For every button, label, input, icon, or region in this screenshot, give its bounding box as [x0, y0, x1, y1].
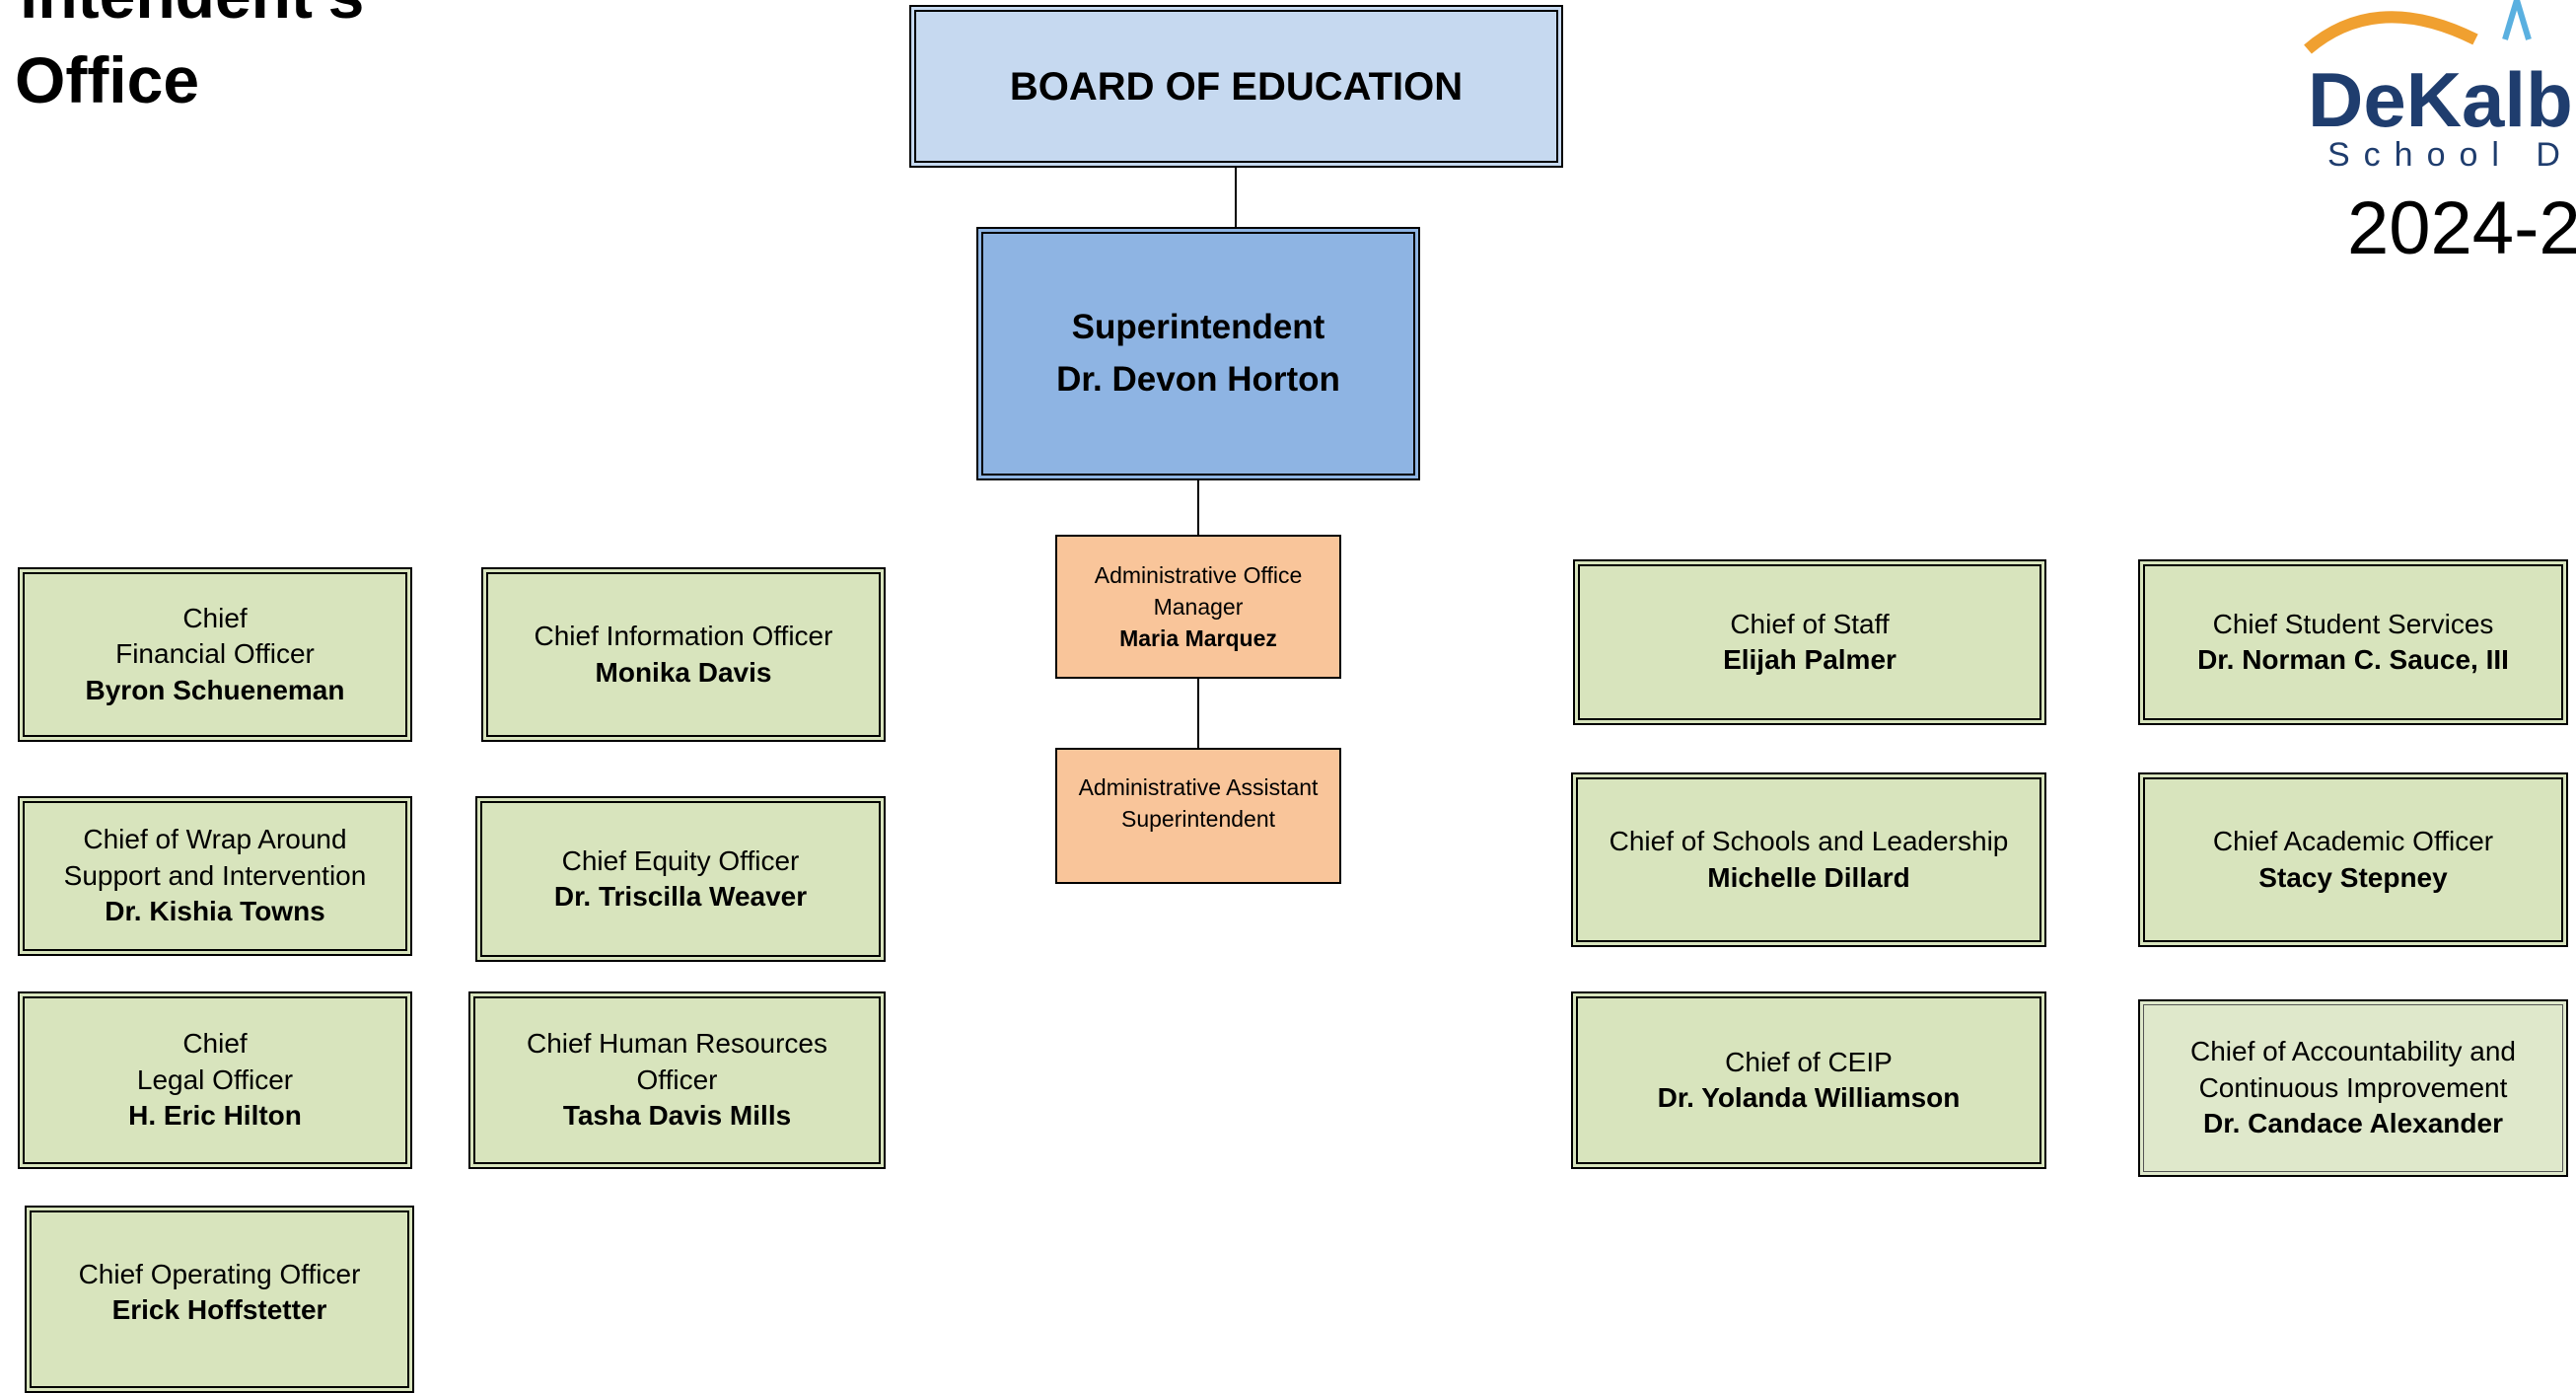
board-of-education-box: BOARD OF EDUCATION [909, 5, 1563, 168]
chief-equity-officer-box: Chief Equity Officer Dr. Triscilla Weave… [475, 796, 886, 962]
logo-name: DeKalb Co [2308, 56, 2576, 143]
chart-year: 2024-20 [2347, 186, 2576, 257]
logo-swoosh-icon [2304, 0, 2532, 54]
chief-academic-officer-box: Chief Academic Officer Stacy Stepney [2138, 772, 2568, 947]
chief-financial-line1: Chief [182, 602, 248, 633]
board-name: BOARD OF EDUCATION [1009, 64, 1464, 109]
page-title-line2: Office [15, 43, 200, 116]
chief-student-services-box: Chief Student Services Dr. Norman C. Sau… [2138, 559, 2568, 725]
chief-hr-line2: Officer [636, 1063, 718, 1095]
connector-superintendent-manager [1197, 480, 1199, 535]
chief-hr-name: Tasha Davis Mills [562, 1100, 792, 1132]
page-title-line1: intendent's [20, 0, 364, 28]
chief-ceip-box: Chief of CEIP Dr. Yolanda Williamson [1571, 991, 2046, 1169]
chief-wrap-around-line2: Support and Intervention [63, 859, 367, 891]
chief-financial-officer-box: Chief Financial Officer Byron Schueneman [18, 567, 412, 742]
chief-accountability-box: Chief of Accountability and Continuous I… [2138, 999, 2568, 1177]
chief-operating-name: Erick Hoffstetter [111, 1294, 327, 1326]
chief-academic-name: Stacy Stepney [2258, 861, 2448, 893]
logo-subtitle: School Dis [2327, 136, 2576, 174]
chief-operating-line1: Chief Operating Officer [78, 1259, 361, 1289]
chief-of-staff-box: Chief of Staff Elijah Palmer [1573, 559, 2046, 725]
chief-schools-leadership-box: Chief of Schools and Leadership Michelle… [1571, 772, 2046, 947]
admin-manager-title-line2: Manager [1153, 593, 1244, 620]
admin-office-manager-box: Administrative Office Manager Maria Marq… [1055, 535, 1341, 679]
chief-academic-line1: Chief Academic Officer [2212, 826, 2494, 857]
chief-legal-officer-box: Chief Legal Officer H. Eric Hilton [18, 991, 412, 1169]
chief-wrap-around-name: Dr. Kishia Towns [105, 896, 325, 927]
admin-assistant-title-line1: Administrative Assistant [1078, 774, 1319, 800]
chief-student-services-name: Dr. Norman C. Sauce, III [2197, 644, 2509, 675]
connector-manager-assistant [1197, 679, 1199, 748]
chief-ceip-name: Dr. Yolanda Williamson [1657, 1082, 1961, 1113]
chief-schools-line1: Chief of Schools and Leadership [1609, 826, 2009, 857]
chief-student-services-line1: Chief Student Services [2212, 608, 2494, 639]
superintendent-name: Dr. Devon Horton [1056, 359, 1340, 399]
dekalb-logo: DeKalb Co School Dis 2024-20 [2258, 0, 2576, 257]
admin-assistant-title-line2: Superintendent [1120, 806, 1275, 833]
chief-schools-name: Michelle Dillard [1707, 861, 1910, 893]
chief-staff-name: Elijah Palmer [1723, 644, 1896, 675]
superintendent-title: Superintendent [1071, 308, 1325, 346]
chief-staff-line1: Chief of Staff [1730, 608, 1890, 639]
chief-financial-name: Byron Schueneman [85, 674, 345, 705]
chief-legal-line2: Legal Officer [136, 1063, 294, 1095]
chief-accountability-line1: Chief of Accountability and [2190, 1036, 2516, 1067]
chief-information-officer-box: Chief Information Officer Monika Davis [481, 567, 886, 742]
chief-information-name: Monika Davis [595, 656, 772, 688]
admin-manager-title-line1: Administrative Office [1094, 561, 1303, 588]
chief-operating-officer-box: Chief Operating Officer Erick Hoffstette… [25, 1206, 414, 1393]
chief-legal-line1: Chief [182, 1028, 248, 1060]
chief-legal-name: H. Eric Hilton [128, 1100, 302, 1132]
chief-wrap-around-box: Chief of Wrap Around Support and Interve… [18, 796, 412, 956]
superintendent-box: Superintendent Dr. Devon Horton [976, 227, 1420, 480]
chief-accountability-name: Dr. Candace Alexander [2203, 1108, 2503, 1139]
admin-assistant-box: Administrative Assistant Superintendent [1055, 748, 1341, 884]
chief-human-resources-box: Chief Human Resources Officer Tasha Davi… [468, 991, 886, 1169]
chief-wrap-around-line1: Chief of Wrap Around [83, 824, 347, 855]
chief-information-line1: Chief Information Officer [534, 621, 833, 652]
chief-financial-line2: Financial Officer [115, 638, 315, 670]
chief-accountability-line2: Continuous Improvement [2198, 1071, 2508, 1103]
chief-equity-name: Dr. Triscilla Weaver [553, 881, 808, 912]
connector-board-superintendent [1235, 168, 1237, 227]
chief-ceip-line1: Chief of CEIP [1725, 1046, 1893, 1077]
admin-manager-name: Maria Marquez [1119, 625, 1277, 652]
chief-hr-line1: Chief Human Resources [526, 1028, 828, 1060]
chief-equity-line1: Chief Equity Officer [561, 844, 800, 876]
